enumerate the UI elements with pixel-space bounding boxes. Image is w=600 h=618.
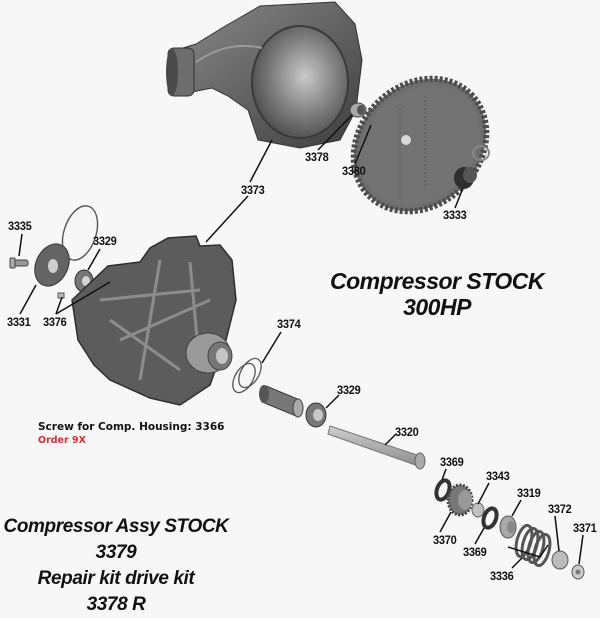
part-3333-bushing xyxy=(454,145,490,189)
order-quantity: Order 9X xyxy=(38,435,86,446)
part-3371-nut xyxy=(571,564,585,580)
screw-note-text: Screw for Comp. Housing: 3366 xyxy=(38,421,225,433)
part-oring-left xyxy=(61,205,99,261)
callout-3336: 3336 xyxy=(490,569,514,583)
leader-lines xyxy=(18,114,584,569)
part-3331-plate xyxy=(34,243,70,287)
part-3372-nut xyxy=(551,550,569,570)
screw-note: Screw for Comp. Housing: 3366 Order 9X xyxy=(38,421,224,447)
title-left-line2: 3379 xyxy=(95,542,137,563)
callout-3329-bottom: 3329 xyxy=(337,383,361,397)
title-left-line3: Repair kit drive kit xyxy=(37,568,195,589)
title-right-line1: Compressor STOCK xyxy=(330,268,544,294)
callout-3319: 3319 xyxy=(517,486,541,500)
compressor-stock-title: Compressor STOCK 300HP xyxy=(322,268,552,320)
callout-3369-top: 3369 xyxy=(440,455,464,469)
part-3319-cup xyxy=(499,515,517,539)
callout-3331: 3331 xyxy=(7,315,31,329)
callout-3329-top: 3329 xyxy=(93,234,117,248)
callout-3378: 3378 xyxy=(305,150,329,164)
part-3374-oring xyxy=(232,357,262,394)
title-right-line2: 300HP xyxy=(403,294,471,320)
compressor-assy-title: Compressor Assy STOCK 3379 Repair kit dr… xyxy=(0,514,232,618)
part-sleeve xyxy=(259,385,304,418)
part-3335-screw xyxy=(9,257,29,269)
impeller-gear xyxy=(350,75,490,215)
callout-3370: 3370 xyxy=(433,533,457,547)
callout-3373: 3373 xyxy=(241,183,265,197)
callout-3333: 3333 xyxy=(443,208,467,222)
compressor-volute-housing xyxy=(166,1,363,149)
callout-3376: 3376 xyxy=(43,315,67,329)
exploded-parts-diagram xyxy=(9,1,585,580)
part-3343-bushing xyxy=(471,502,485,518)
callout-3371: 3371 xyxy=(573,521,597,535)
part-3370-gear xyxy=(446,483,474,517)
title-left-line4: 3378 R xyxy=(86,594,146,615)
callout-3320: 3320 xyxy=(395,425,419,439)
title-left-line1: Compressor Assy STOCK xyxy=(3,516,229,537)
callout-3369-bottom: 3369 xyxy=(463,545,487,559)
part-3336-disc-springs xyxy=(514,523,552,568)
callout-3372: 3372 xyxy=(548,502,572,516)
part-3369-washer-bottom xyxy=(481,506,499,530)
part-3320-shaft xyxy=(327,425,426,470)
callout-3343: 3343 xyxy=(486,469,510,483)
callout-3374: 3374 xyxy=(277,317,301,331)
callout-3380: 3380 xyxy=(342,164,366,178)
callout-3335: 3335 xyxy=(8,219,32,233)
main-gear-housing xyxy=(71,235,237,406)
part-3329-bearing-bottom xyxy=(305,402,327,428)
part-3378-nut xyxy=(349,102,367,118)
